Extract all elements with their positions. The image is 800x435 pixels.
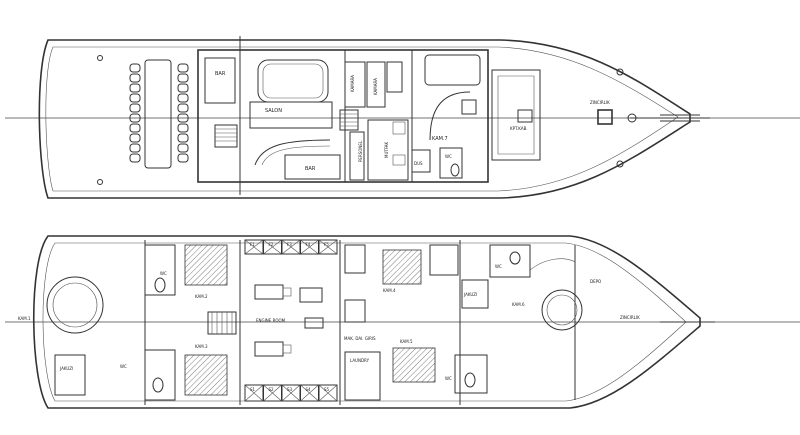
tank-label: S3 [287, 387, 293, 392]
upper-deckhouse [197, 49, 489, 183]
bed-kam3 [184, 354, 228, 396]
tank-label: F1 [250, 242, 255, 247]
label-bar-bottom: BAR [305, 166, 316, 172]
tank-label: S2 [269, 387, 275, 392]
dining-chair [129, 153, 141, 163]
label-kam2: KAM.2 [195, 294, 208, 299]
stairs-lower-aft [207, 311, 237, 335]
label-bar-left: BAR [215, 71, 226, 77]
engine-port [254, 284, 292, 300]
tank-label: S5 [324, 387, 330, 392]
label-upper-wc: WC [445, 154, 452, 159]
tank-label: F4 [306, 242, 311, 247]
dining-chair [177, 103, 189, 113]
tank-label: F3 [287, 242, 292, 247]
dining-chair [177, 133, 189, 143]
tank-cell [318, 239, 338, 255]
dining-chair [129, 113, 141, 123]
tank-label: F5 [324, 242, 329, 247]
tank-label: S4 [306, 387, 312, 392]
label-dus: DUS [414, 161, 423, 166]
bed-kam2 [184, 244, 228, 286]
label-kamara-top: KAMARA [350, 75, 355, 92]
label-personel: PERSONEL [358, 140, 363, 162]
dining-chair [177, 123, 189, 133]
label-kam1: KAM.1 [18, 316, 31, 321]
dining-chair [177, 153, 189, 163]
label-engine-room: ENGINE ROOM [256, 318, 286, 323]
dining-chair [177, 63, 189, 73]
label-kam4: KAM.4 [383, 288, 396, 293]
stairs-upper-left [214, 124, 238, 148]
label-laundry: LAUNDRY [350, 358, 370, 363]
dining-chair [177, 93, 189, 103]
dining-chair [129, 83, 141, 93]
dining-table [144, 59, 172, 169]
label-wc-1: WC [160, 271, 167, 276]
upper-deck: SALON BAR BAR KAMARA KAMARA PERSONEL [5, 36, 800, 199]
bed-kam4 [382, 249, 422, 285]
label-makine-dairesi: MAK. DAI. GIRIS [344, 336, 376, 341]
label-jakuzi-left: JAKUZI [59, 366, 73, 371]
tank-cell [318, 384, 338, 402]
dining-chair [177, 113, 189, 123]
tank-label: S1 [250, 387, 256, 392]
lower-hull-outline [32, 235, 701, 409]
engine-starboard [254, 341, 292, 357]
stairs-upper-middle [339, 109, 359, 131]
aft-bed-round [46, 276, 104, 334]
fuel-tanks-top: F1 F2 F3 F4 F5 [244, 239, 338, 255]
label-kam5: KAM.5 [400, 339, 413, 344]
label-kam7: KAM.7 [432, 136, 448, 142]
dining-chair [129, 93, 141, 103]
dining-chair [177, 73, 189, 83]
label-depo: DEPO [590, 279, 601, 284]
label-jakuzi-right: JAKUZI [463, 292, 477, 297]
dining-chair [129, 63, 141, 73]
label-wc-4: WC [445, 376, 452, 381]
dining-chair [129, 73, 141, 83]
dining-chair [129, 143, 141, 153]
dining-chair [177, 83, 189, 93]
label-kamara-side: KAMARA [373, 78, 378, 95]
label-wc-3: WC [495, 264, 502, 269]
label-kaptan: KPT.KAB. [510, 126, 528, 131]
label-kam6: KAM.6 [512, 302, 525, 307]
dining-chair [177, 143, 189, 153]
label-kam3: KAM.3 [195, 344, 208, 349]
label-zincirlik-upper: ZINCIRLIK [590, 100, 610, 105]
tank-label: F2 [269, 242, 274, 247]
tanks-bottom: S1 S2 S3 S4 S5 [244, 384, 338, 402]
label-salon: SALON [265, 108, 282, 114]
bed-kam5 [392, 347, 436, 383]
dining-chair [129, 103, 141, 113]
label-wc-2: WC [120, 364, 127, 369]
upper-hull-outline [38, 39, 691, 199]
dining-chair [129, 133, 141, 143]
forward-bed-round [541, 289, 583, 331]
label-zincirlik-lower: ZINCIRLIK [620, 315, 640, 320]
label-mutfak: MUTFAK [384, 142, 389, 158]
dining-chair [129, 123, 141, 133]
